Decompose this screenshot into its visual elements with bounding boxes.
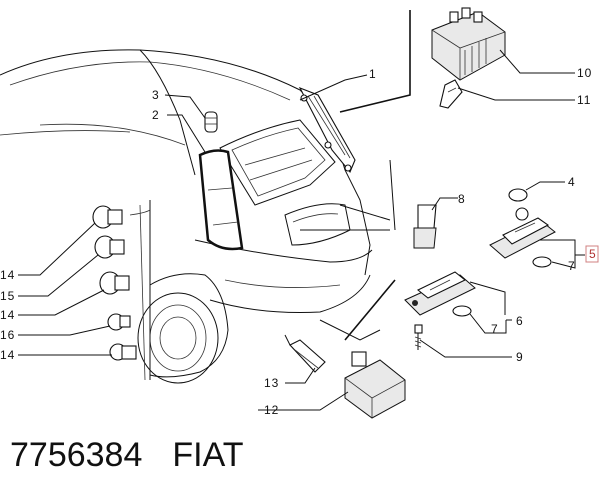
callout-11: 11 <box>577 93 591 107</box>
screw-part <box>414 324 423 350</box>
callout-2: 2 <box>152 108 160 122</box>
callout-3: 3 <box>152 88 160 102</box>
connector-block-part <box>431 7 506 81</box>
bulb-holder-part <box>204 111 218 133</box>
callout-9: 9 <box>516 350 524 364</box>
connector-housing-part <box>344 351 406 419</box>
callout-5-highlight-box <box>585 245 599 263</box>
leader-lines <box>18 49 585 411</box>
callout-14-a: 14 <box>0 268 15 282</box>
lens-part-lower <box>452 305 472 317</box>
callout-12: 12 <box>264 403 279 417</box>
callout-14-b: 14 <box>0 308 15 322</box>
callout-6: 6 <box>516 314 524 328</box>
lens-part-upper <box>532 256 552 268</box>
callout-16: 16 <box>0 328 15 342</box>
switch-part <box>413 204 437 249</box>
wiring-terminal-part <box>284 334 326 373</box>
assembly-bracket-lines <box>300 10 411 341</box>
callout-7-lower: 7 <box>491 322 499 336</box>
license-plate-lamp-upper <box>489 207 556 259</box>
bulb-part <box>99 271 130 295</box>
callout-13: 13 <box>264 376 279 390</box>
callout-10: 10 <box>577 66 592 80</box>
callout-15: 15 <box>0 289 15 303</box>
tail-light-part <box>198 149 244 251</box>
brand-name: FIAT <box>172 436 244 474</box>
callout-5: 5 <box>589 247 597 261</box>
bulb-part <box>92 205 123 229</box>
callout-4: 4 <box>568 175 576 189</box>
footer-caption: 7756384 FIAT <box>10 436 244 475</box>
callout-7-upper: 7 <box>568 259 576 273</box>
terminal-clip-part <box>439 79 463 109</box>
seal-part <box>508 188 528 202</box>
bulb-part <box>109 343 137 361</box>
callout-14-c: 14 <box>0 348 15 362</box>
callout-8: 8 <box>458 192 466 206</box>
callout-labels: 1 2 3 4 5 6 7 7 8 9 10 11 12 13 14 15 14… <box>0 66 599 417</box>
callout-1: 1 <box>369 67 377 81</box>
bulb-part <box>94 235 125 259</box>
license-plate-lamp-lower <box>404 271 476 316</box>
part-number: 7756384 <box>10 436 143 474</box>
bulbs-group <box>92 205 137 361</box>
bulb-part <box>107 313 131 331</box>
